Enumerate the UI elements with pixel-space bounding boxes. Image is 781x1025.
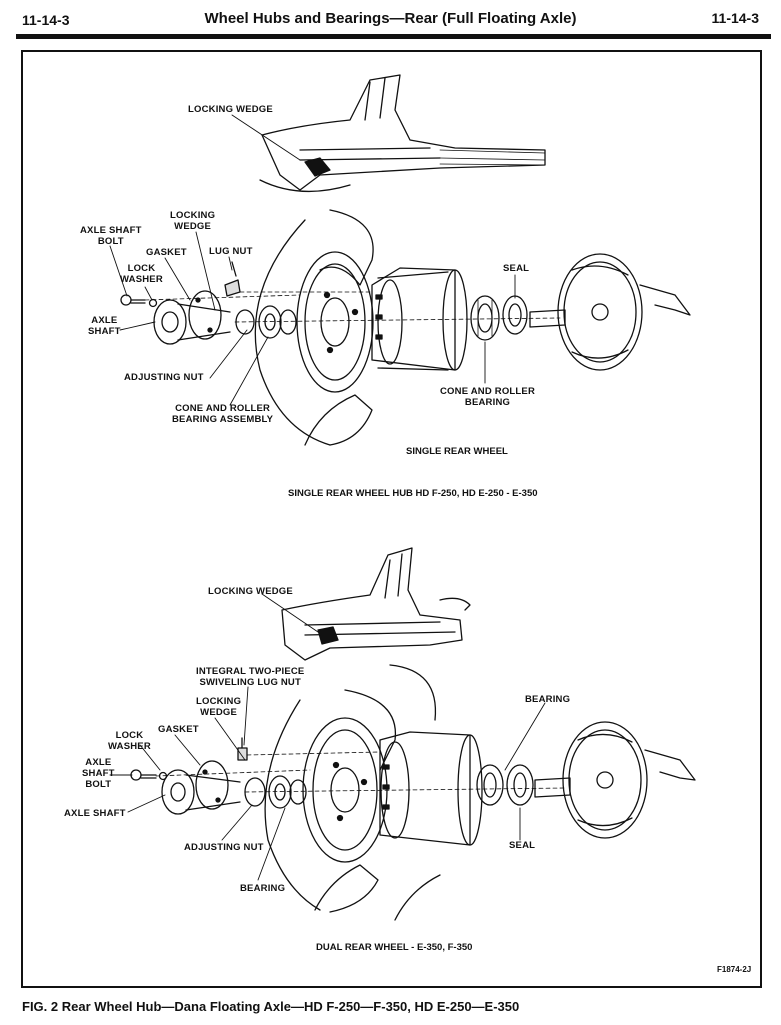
label-adjusting-nut-1: ADJUSTING NUT [124, 372, 204, 383]
label-seal-1: SEAL [503, 263, 530, 274]
axle-shaft-single [153, 290, 231, 345]
cone-roller-bearing-single [470, 295, 500, 341]
label-bearing-bottom-2: BEARING [240, 883, 286, 894]
page-number-right: 11-14-3 [711, 10, 759, 26]
label-axle-shaft-bolt-1: AXLE SHAFT BOLT [80, 225, 142, 247]
label-locking-wedge-top-2: LOCKING WEDGE [208, 586, 293, 597]
label-cone-roller-bearing-1: CONE AND ROLLER BEARING [440, 386, 536, 408]
hub-drum-single [371, 267, 468, 371]
swiveling-lug-nut-dual [237, 737, 248, 761]
label-cone-roller-bearing-assembly-1: CONE AND ROLLER BEARING ASSEMBLY [172, 403, 274, 425]
label-gasket-2: GASKET [158, 724, 199, 735]
header-rule [16, 34, 771, 39]
label-lug-nut-1: LUG NUT [209, 246, 253, 257]
label-seal-2: SEAL [509, 840, 536, 851]
diagram2-caption: DUAL REAR WHEEL - E-350, F-350 [316, 942, 473, 953]
figure-frame [21, 50, 762, 988]
figure-caption: FIG. 2 Rear Wheel Hub—Dana Floating Axle… [22, 999, 520, 1014]
page-title: Wheel Hubs and Bearings—Rear (Full Float… [204, 10, 577, 27]
label-locking-wedge-2: LOCKING WEDGE [196, 696, 242, 718]
label-axle-shaft-1: AXLE SHAFT [88, 315, 121, 337]
spindle-brake-single [529, 253, 691, 371]
label-axle-shaft-bolt-2: AXLE SHAFT BOLT [82, 757, 115, 790]
leaders-diagram-1 [109, 114, 516, 406]
page-number-left: 11-14-3 [22, 12, 70, 28]
bearing-dual [476, 764, 534, 806]
label-locking-wedge-top-1: LOCKING WEDGE [188, 104, 273, 115]
spindle-brake-dual [534, 721, 696, 839]
axle-bolt-dual [130, 769, 168, 781]
adjusting-nut-dual [244, 775, 307, 809]
label-integral-lug-nut-2: INTEGRAL TWO-PIECE SWIVELING LUG NUT [196, 666, 305, 688]
figure-reference-code: F1874-2J [717, 965, 752, 974]
label-bearing-right-2: BEARING [525, 694, 571, 705]
label-locking-wedge-1: LOCKING WEDGE [170, 210, 216, 232]
diagram1-caption: SINGLE REAR WHEEL HUB HD F-250, HD E-250… [288, 488, 538, 499]
label-axle-shaft-2: AXLE SHAFT [64, 808, 126, 819]
label-lock-washer-1: LOCK WASHER [120, 263, 163, 285]
locking-wedge-detail-top [259, 74, 546, 193]
leaders-diagram-2 [109, 593, 546, 881]
hub-drum-dual [379, 731, 483, 846]
label-gasket-1: GASKET [146, 247, 187, 258]
page-header: 11-14-3 Wheel Hubs and Bearings—Rear (Fu… [0, 6, 781, 36]
axle-shaft-dual [161, 760, 241, 815]
label-adjusting-nut-2: ADJUSTING NUT [184, 842, 264, 853]
locking-wedge-detail-bottom [281, 547, 471, 661]
label-lock-washer-2: LOCK WASHER [108, 730, 151, 752]
axle-bolt-single [120, 294, 158, 308]
seal-single [502, 295, 528, 335]
lug-nut-single [224, 261, 241, 297]
wheel-rim-single [254, 209, 374, 446]
label-single-rear-wheel: SINGLE REAR WHEEL [406, 446, 508, 457]
